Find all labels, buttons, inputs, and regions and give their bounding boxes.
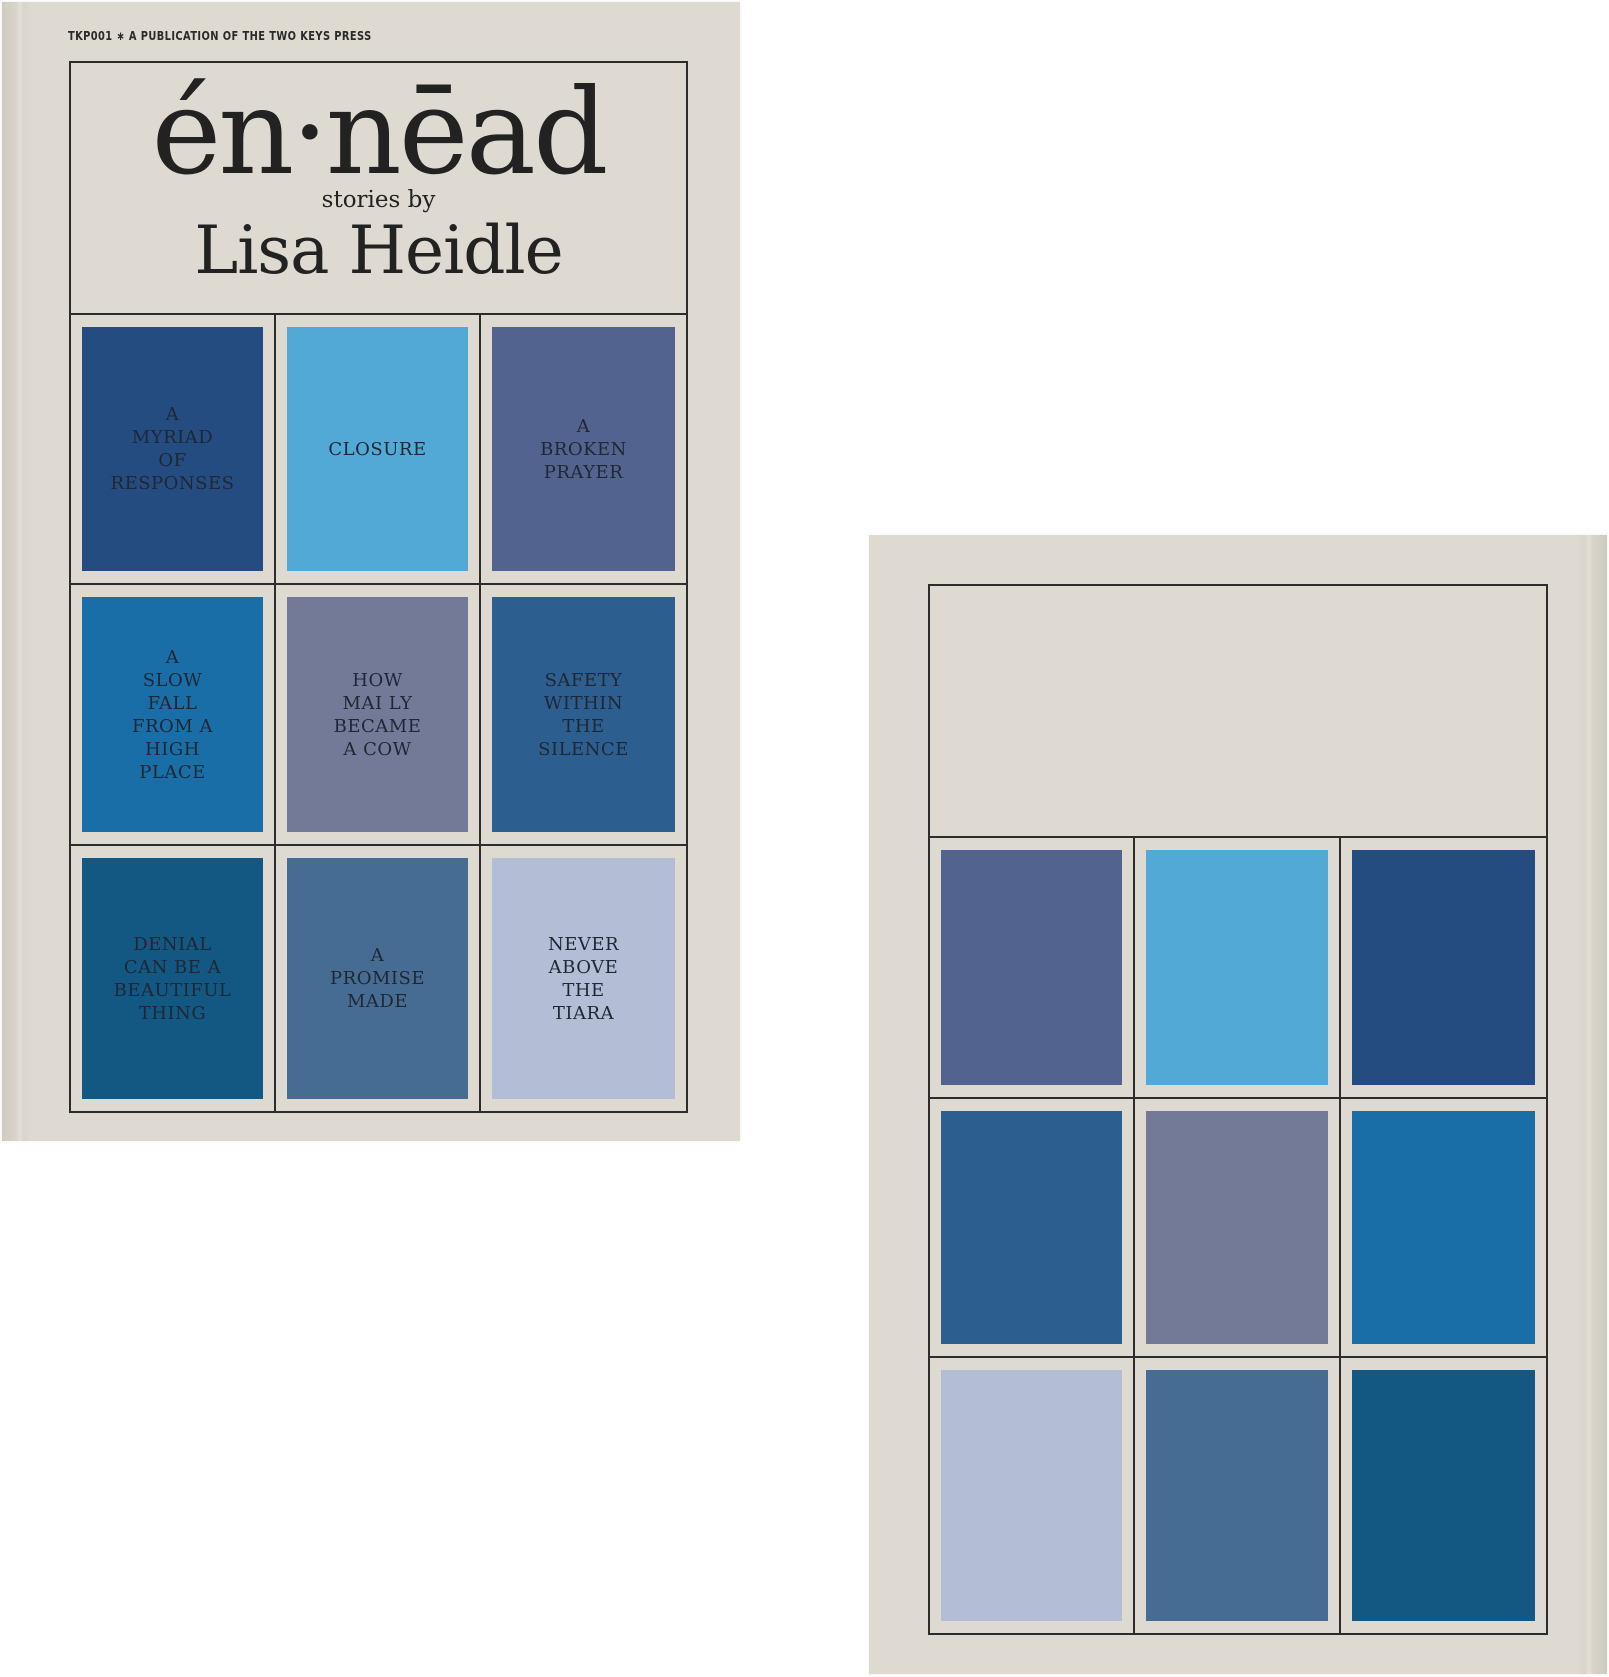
story-title: NEVER ABOVE THE TIARA [547, 933, 620, 1024]
front-frame: én·nēad stories by Lisa Heidle A MYRIAD … [69, 61, 688, 1113]
story-tile: A PROMISE MADE [287, 858, 468, 1099]
byline: stories by [321, 187, 436, 213]
story-tile: A MYRIAD OF RESPONSES [82, 327, 263, 571]
grid-cell [1340, 838, 1546, 1099]
grid-cell [930, 838, 1136, 1099]
story-tile: HOW MAI LY BECAME A COW [287, 597, 468, 832]
grid-cell: NEVER ABOVE THE TIARA [481, 846, 686, 1111]
grid-cell [930, 1358, 1136, 1633]
grid-cell: A BROKEN PRAYER [481, 315, 686, 585]
story-title: A BROKEN PRAYER [540, 415, 627, 483]
front-spine-shading [2, 2, 32, 1141]
grid-cell: A PROMISE MADE [276, 846, 481, 1111]
grid-cell [1341, 1358, 1546, 1633]
back-color-grid [930, 838, 1546, 1633]
story-title: CLOSURE [328, 438, 427, 460]
story-tile: NEVER ABOVE THE TIARA [492, 858, 675, 1099]
story-title: A MYRIAD OF RESPONSES [110, 404, 235, 494]
story-tile: SAFETY WITHIN THE SILENCE [492, 597, 675, 832]
publisher-line: TKP001 ∗ A PUBLICATION OF THE TWO KEYS P… [68, 29, 372, 43]
color-tile [1146, 850, 1328, 1085]
grid-cell [1135, 838, 1341, 1099]
grid-cell [1340, 1099, 1546, 1358]
grid-cell [1135, 1358, 1341, 1633]
grid-cell: SAFETY WITHIN THE SILENCE [481, 585, 686, 846]
back-frame [928, 584, 1548, 1635]
grid-cell [1135, 1099, 1341, 1358]
story-title: DENIAL CAN BE A BEAUTIFUL THING [113, 933, 232, 1024]
title-panel: én·nēad stories by Lisa Heidle [71, 63, 686, 315]
grid-cell: A SLOW FALL FROM A HIGH PLACE [71, 585, 276, 846]
grid-cell: CLOSURE [276, 315, 481, 585]
story-title: HOW MAI LY BECAME A COW [333, 669, 422, 760]
story-title: A PROMISE MADE [330, 945, 425, 1012]
color-tile [941, 1370, 1123, 1621]
grid-cell [930, 1099, 1136, 1358]
back-cover [869, 535, 1607, 1674]
story-tile: A SLOW FALL FROM A HIGH PLACE [82, 597, 263, 832]
story-tile: A BROKEN PRAYER [492, 327, 675, 571]
color-tile [941, 1111, 1123, 1344]
color-tile [1146, 1111, 1328, 1344]
grid-cell: A MYRIAD OF RESPONSES [71, 315, 276, 585]
grid-cell: HOW MAI LY BECAME A COW [276, 585, 481, 846]
color-tile [1146, 1370, 1328, 1621]
color-tile [1351, 1370, 1535, 1621]
story-title: A SLOW FALL FROM A HIGH PLACE [132, 646, 213, 783]
grid-cell: DENIAL CAN BE A BEAUTIFUL THING [71, 846, 276, 1111]
color-tile [1351, 850, 1535, 1085]
front-cover: TKP001 ∗ A PUBLICATION OF THE TWO KEYS P… [2, 2, 740, 1141]
color-tile [941, 850, 1123, 1085]
front-story-grid: A MYRIAD OF RESPONSES CLOSURE A BROKEN P… [71, 315, 686, 1111]
author-name: Lisa Heidle [194, 212, 563, 289]
story-tile: CLOSURE [287, 327, 468, 571]
book-title: én·nēad [151, 63, 608, 201]
color-tile [1351, 1111, 1535, 1344]
story-tile: DENIAL CAN BE A BEAUTIFUL THING [82, 858, 263, 1099]
back-spine-shading [1577, 535, 1607, 1674]
back-blank-panel [930, 586, 1546, 838]
story-title: SAFETY WITHIN THE SILENCE [538, 669, 629, 760]
